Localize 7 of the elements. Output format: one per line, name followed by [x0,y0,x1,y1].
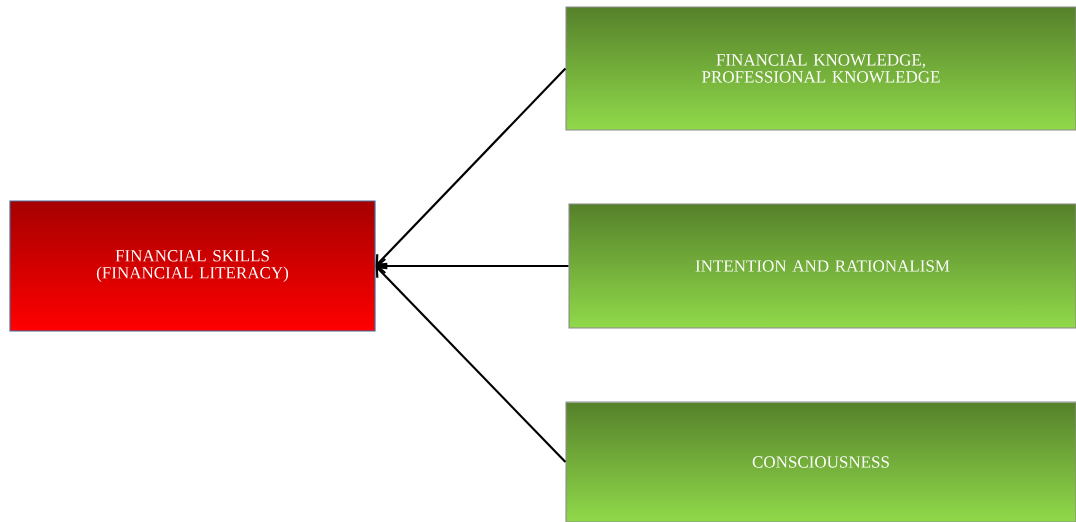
arrow [375,258,569,274]
arrow [375,266,567,463]
knowledge-box: INTENTION AND RATIONALISM [568,203,1076,329]
skill-box: FINANCIAL SKILLS (FINANCIAL LITERACY) [9,200,376,332]
knowledge-box: CONSCIOUSNESS [565,401,1076,522]
knowledge-box: FINANCIAL KNOWLEDGE, PROFESSIONAL KNOWLEDGE [565,6,1076,131]
arrow [375,67,567,266]
